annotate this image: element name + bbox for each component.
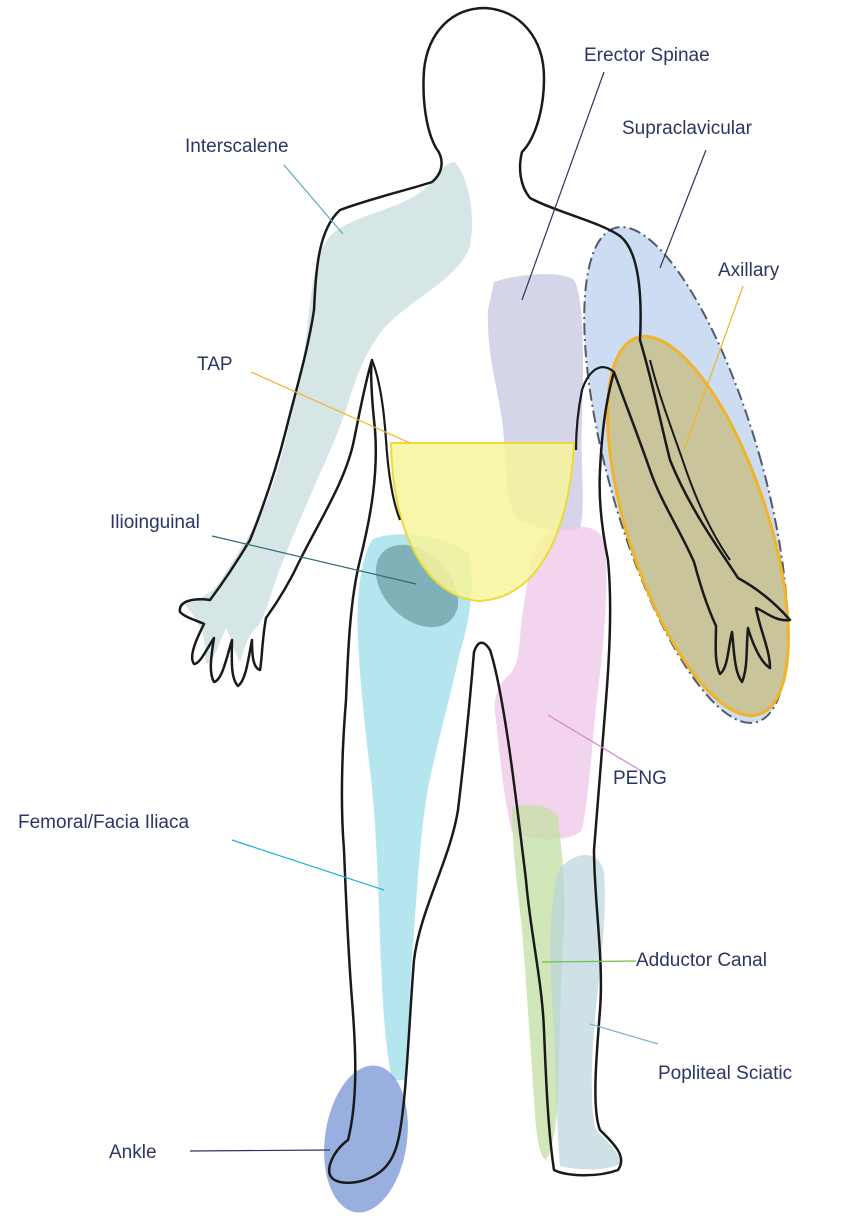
label-erector-spinae: Erector Spinae bbox=[584, 45, 710, 66]
popliteal-sciatic-leader bbox=[590, 1024, 658, 1044]
label-femoral-fascia-iliaca: Femoral/Facia Iliaca bbox=[18, 812, 189, 833]
ankle-leader bbox=[190, 1150, 330, 1151]
label-popliteal-sciatic: Popliteal Sciatic bbox=[658, 1063, 792, 1084]
ankle-region bbox=[315, 1060, 417, 1216]
label-adductor-canal: Adductor Canal bbox=[636, 950, 767, 971]
supraclavicular-leader bbox=[660, 150, 706, 268]
label-peng: PENG bbox=[613, 768, 667, 789]
interscalene-leader bbox=[284, 165, 343, 234]
label-axillary: Axillary bbox=[718, 260, 780, 281]
block-regions bbox=[184, 162, 830, 1216]
label-tap: TAP bbox=[197, 354, 233, 375]
label-supraclavicular: Supraclavicular bbox=[622, 118, 753, 139]
label-interscalene: Interscalene bbox=[185, 136, 289, 157]
label-ilioinguinal: Ilioinguinal bbox=[110, 512, 200, 533]
popliteal-sciatic-region bbox=[550, 855, 620, 1170]
femoral-leader bbox=[232, 840, 384, 890]
label-ankle: Ankle bbox=[109, 1142, 157, 1163]
